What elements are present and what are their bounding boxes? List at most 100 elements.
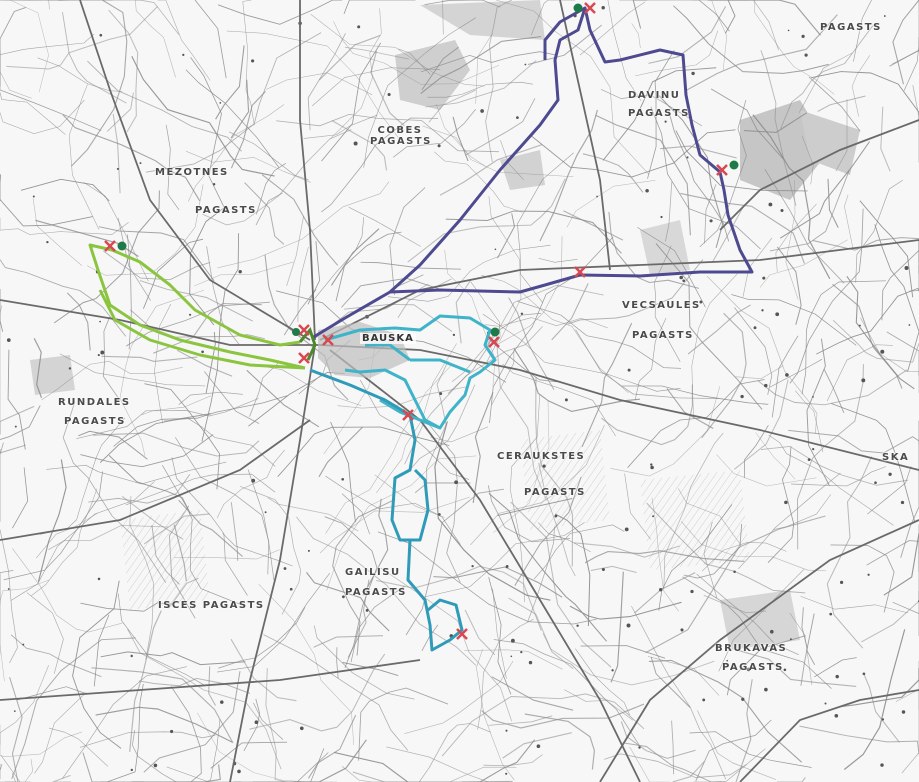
minor-road xyxy=(517,152,574,303)
minor-road xyxy=(801,136,814,185)
minor-road xyxy=(330,421,356,523)
minor-road xyxy=(230,91,266,169)
marker-cross[interactable] xyxy=(104,240,116,252)
label-davinu-name: DAVINU xyxy=(628,90,681,101)
minor-road xyxy=(0,92,66,135)
minor-road xyxy=(24,759,33,782)
minor-road xyxy=(428,89,476,123)
minor-road xyxy=(100,683,144,782)
minor-road xyxy=(226,30,404,144)
minor-road xyxy=(252,748,325,782)
minor-road xyxy=(517,301,682,369)
marker-dot[interactable] xyxy=(117,241,127,251)
settlement-dot xyxy=(664,120,667,123)
minor-road xyxy=(817,95,866,112)
purple-route-line[interactable] xyxy=(311,6,754,340)
minor-road xyxy=(425,60,537,108)
minor-road xyxy=(772,494,832,530)
marker-cross[interactable] xyxy=(298,324,310,336)
minor-road xyxy=(485,0,513,163)
green-route-line[interactable] xyxy=(88,243,306,370)
minor-road xyxy=(283,289,317,336)
label-mezotnes-name: MEZOTNES xyxy=(155,167,229,178)
marker-cross[interactable] xyxy=(584,2,596,14)
minor-road xyxy=(157,0,211,81)
minor-road xyxy=(336,647,339,679)
minor-road xyxy=(791,466,887,487)
marker-dot[interactable] xyxy=(490,327,500,337)
minor-road xyxy=(622,742,722,782)
darkgreen-route-line[interactable] xyxy=(298,326,317,361)
marker-cross[interactable] xyxy=(488,336,500,348)
minor-road xyxy=(0,442,4,522)
marker-dot[interactable] xyxy=(292,328,300,336)
marker-cross[interactable] xyxy=(322,334,334,346)
cyan-route-line[interactable] xyxy=(324,314,497,430)
minor-road xyxy=(398,48,431,75)
minor-road xyxy=(71,0,128,167)
minor-road xyxy=(0,99,85,134)
minor-road xyxy=(481,703,645,729)
minor-road xyxy=(716,454,817,487)
minor-road xyxy=(760,445,909,486)
settlement-dot xyxy=(264,511,267,514)
minor-road xyxy=(580,645,666,659)
forest-area xyxy=(500,150,545,190)
forest-areas xyxy=(30,0,860,650)
marker-cross[interactable] xyxy=(402,409,414,421)
minor-road xyxy=(112,113,121,194)
settlement-dot xyxy=(908,324,911,326)
settlement-dot xyxy=(659,588,663,592)
marker-dot[interactable] xyxy=(729,160,739,170)
minor-road xyxy=(800,595,908,614)
settlement-dot xyxy=(505,772,508,775)
minor-road xyxy=(632,0,648,29)
minor-road xyxy=(464,609,496,656)
minor-road xyxy=(673,5,829,74)
minor-road xyxy=(776,246,802,325)
minor-road xyxy=(37,459,67,582)
minor-road xyxy=(447,312,542,394)
minor-road xyxy=(170,686,202,782)
minor-road xyxy=(610,386,721,477)
minor-road xyxy=(0,51,102,131)
minor-road xyxy=(12,548,123,633)
label-gailisu-name: GAILISU xyxy=(345,567,401,578)
minor-road xyxy=(106,92,134,132)
minor-road xyxy=(663,432,724,589)
marker-cross[interactable] xyxy=(456,628,468,640)
minor-road xyxy=(134,0,176,78)
settlement-dot xyxy=(68,367,72,370)
settlement-dot xyxy=(883,15,886,17)
minor-road xyxy=(0,6,27,87)
marker-cross[interactable] xyxy=(574,266,586,278)
minor-road xyxy=(687,304,751,355)
marker-dot[interactable] xyxy=(573,3,583,13)
minor-road xyxy=(513,348,640,413)
minor-road xyxy=(138,677,250,694)
settlement-dot xyxy=(524,63,527,66)
settlement-dot xyxy=(201,350,204,354)
minor-road xyxy=(826,344,893,402)
minor-road xyxy=(524,713,595,770)
minor-road xyxy=(620,721,696,759)
minor-road xyxy=(826,456,873,649)
minor-road xyxy=(48,524,169,551)
minor-road xyxy=(442,0,466,35)
label-rundales-pagasts: PAGASTS xyxy=(64,416,126,427)
minor-road xyxy=(59,353,206,387)
minor-road xyxy=(297,247,309,323)
marker-cross[interactable] xyxy=(716,164,728,176)
minor-road xyxy=(710,88,784,160)
minor-road xyxy=(86,184,204,276)
label-brukavas-pagasts: PAGASTS xyxy=(722,662,784,673)
settlement-dot xyxy=(741,697,745,701)
teal-route-line[interactable] xyxy=(309,368,464,652)
marker-cross[interactable] xyxy=(298,352,310,364)
settlement-dot xyxy=(438,513,441,516)
settlement-dot xyxy=(761,309,764,312)
minor-road xyxy=(488,493,607,642)
minor-road xyxy=(743,112,808,133)
